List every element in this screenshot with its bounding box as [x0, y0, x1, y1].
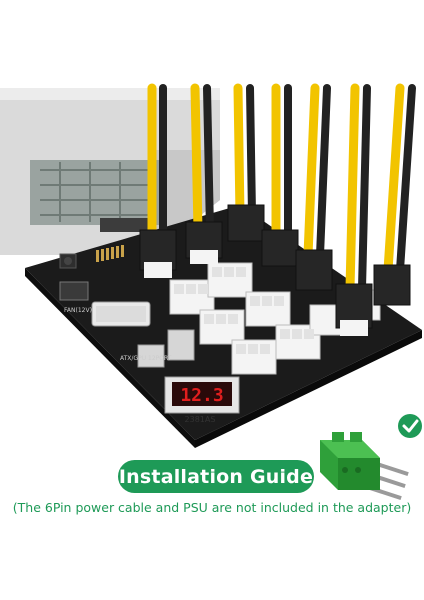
- chip-label: 2381AS: [185, 415, 216, 424]
- fan-label: FAN(12V): [64, 307, 92, 314]
- product-label: ATX/GPU 12PORT: [120, 355, 172, 362]
- subtitle-note: (The 6Pin power cable and PSU are not in…: [12, 500, 412, 515]
- check-icon: [398, 414, 422, 438]
- power-cables: [147, 83, 416, 293]
- installation-guide-banner: Installation Guide: [118, 460, 314, 493]
- banner-title: Installation Guide: [118, 465, 314, 488]
- green-terminal-block-icon: [320, 432, 409, 501]
- voltage-display: 12.3: [180, 385, 223, 406]
